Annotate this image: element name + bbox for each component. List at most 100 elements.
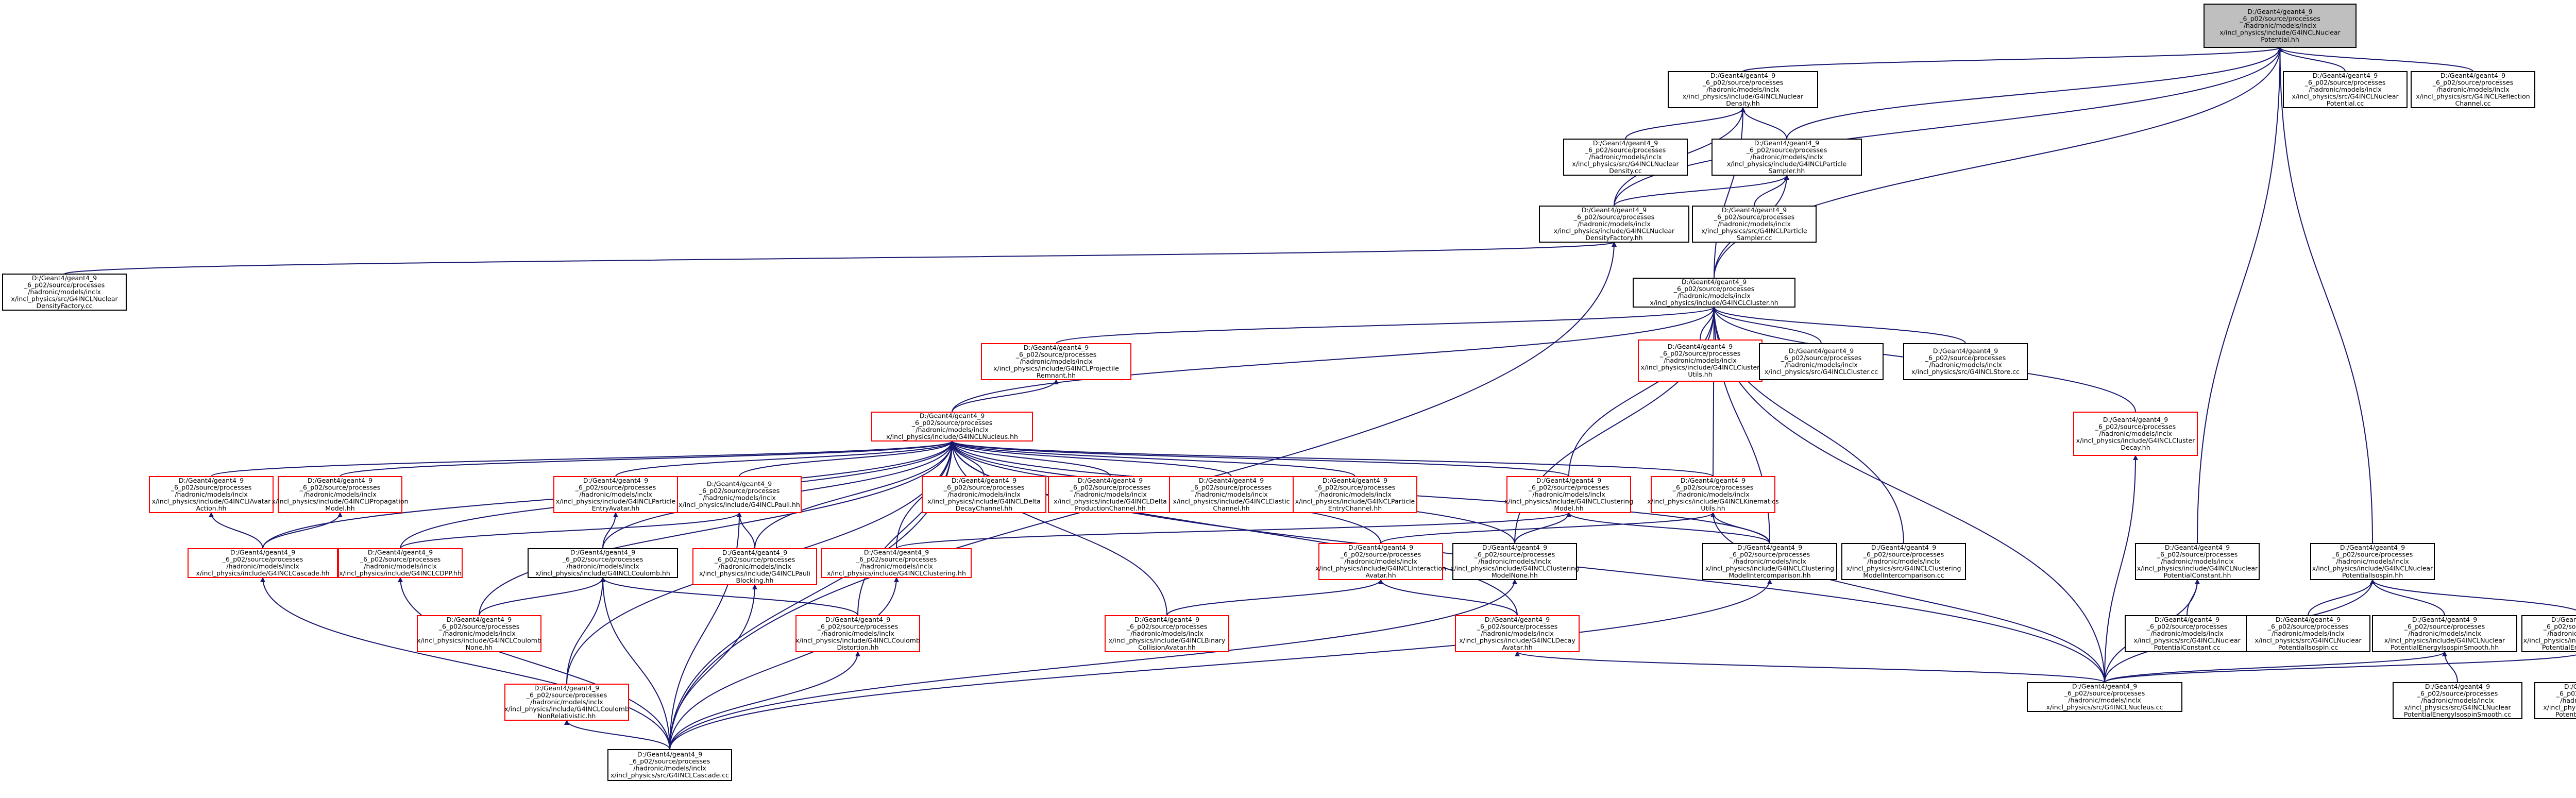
node-g4inclclusteringmodel-hh[interactable]: D:/Geant4/geant4_9_6_p02/source/processe… (1504, 476, 1633, 513)
node-box[interactable] (1711, 139, 1862, 176)
node-box[interactable] (795, 615, 920, 652)
node-g4inclelasticchannel-hh[interactable]: D:/Geant4/geant4_9_6_p02/source/processe… (1169, 476, 1294, 513)
node-box[interactable] (2393, 682, 2522, 719)
node-box[interactable] (1452, 543, 1577, 580)
node-g4inclprojectileremnant-hh[interactable]: D:/Geant4/geant4_9_6_p02/source/processe… (981, 343, 1131, 380)
node-g4inclinteractionavatar-hh[interactable]: D:/Geant4/geant4_9_6_p02/source/processe… (1315, 543, 1446, 580)
node-g4inclnuclearpotential-hh[interactable]: D:/Geant4/geant4_9_6_p02/source/processe… (2204, 4, 2357, 48)
node-box[interactable] (2521, 615, 2576, 652)
node-box[interactable] (1668, 71, 1818, 108)
node-g4inclpauliblocking-hh[interactable]: D:/Geant4/geant4_9_6_p02/source/processe… (692, 548, 817, 585)
node-g4inclnuclearpotentialenergyisospinsmooth-hh[interactable]: D:/Geant4/geant4_9_6_p02/source/processe… (2372, 615, 2517, 652)
node-g4inclnuclearpotentialisospin-hh[interactable]: D:/Geant4/geant4_9_6_p02/source/processe… (2310, 543, 2435, 580)
node-box[interactable] (1169, 476, 1294, 513)
node-box[interactable] (553, 476, 678, 513)
node-box[interactable] (2125, 615, 2249, 652)
node-g4inclclusteringmodelintercomparison-hh[interactable]: D:/Geant4/geant4_9_6_p02/source/processe… (1702, 543, 1837, 580)
node-box[interactable] (1651, 476, 1775, 513)
node-box[interactable] (607, 749, 732, 781)
node-box[interactable] (1293, 476, 1417, 513)
node-box[interactable] (1563, 139, 1688, 176)
node-box[interactable] (278, 476, 402, 513)
node-g4inclparticlesampler-hh[interactable]: D:/Geant4/geant4_9_6_p02/source/processe… (1711, 139, 1862, 176)
node-g4inclnuclearpotential-cc[interactable]: D:/Geant4/geant4_9_6_p02/source/processe… (2283, 71, 2408, 108)
node-box[interactable] (1318, 543, 1443, 580)
node-box[interactable] (2073, 412, 2198, 456)
node-g4inclreflectionchannel-cc[interactable]: D:/Geant4/geant4_9_6_p02/source/processe… (2411, 71, 2535, 108)
node-g4inclpauli-hh[interactable]: D:/Geant4/geant4_9_6_p02/source/processe… (677, 476, 802, 513)
node-g4inclnucleardensity-cc[interactable]: D:/Geant4/geant4_9_6_p02/source/processe… (1563, 139, 1688, 176)
node-box[interactable] (2135, 543, 2260, 580)
node-box[interactable] (922, 476, 1046, 513)
node-box[interactable] (2310, 543, 2435, 580)
node-g4inclkinematicsutils-hh[interactable]: D:/Geant4/geant4_9_6_p02/source/processe… (1647, 476, 1779, 513)
node-box[interactable] (1455, 615, 1580, 652)
node-box[interactable] (821, 548, 972, 578)
node-g4inclclusterdecay-hh[interactable]: D:/Geant4/geant4_9_6_p02/source/processe… (2073, 412, 2198, 456)
node-g4inclnuclearpotentialisospin-cc[interactable]: D:/Geant4/geant4_9_6_p02/source/processe… (2246, 615, 2370, 652)
node-box[interactable] (338, 548, 463, 578)
node-g4inclbinarycollisionavatar-hh[interactable]: D:/Geant4/geant4_9_6_p02/source/processe… (1105, 615, 1229, 652)
node-box[interactable] (417, 615, 541, 652)
node-g4inclnucleardensityfactory-hh[interactable]: D:/Geant4/geant4_9_6_p02/source/processe… (1539, 206, 1689, 243)
node-g4inclclustering-hh[interactable]: D:/Geant4/geant4_9_6_p02/source/processe… (821, 548, 972, 578)
node-box[interactable] (1759, 343, 1884, 380)
node-box[interactable] (871, 412, 1033, 442)
node-g4inclparticlesampler-cc[interactable]: D:/Geant4/geant4_9_6_p02/source/processe… (1692, 206, 1817, 243)
node-g4incldeltadecaychannel-hh[interactable]: D:/Geant4/geant4_9_6_p02/source/processe… (922, 476, 1046, 513)
node-box[interactable] (2, 274, 127, 311)
node-g4inclcoulombnonrelativistic-hh[interactable]: D:/Geant4/geant4_9_6_p02/source/processe… (504, 684, 629, 721)
node-box[interactable] (1702, 543, 1837, 580)
node-g4incldecayavatar-hh[interactable]: D:/Geant4/geant4_9_6_p02/source/processe… (1455, 615, 1580, 652)
node-g4inclcoulomb-hh[interactable]: D:/Geant4/geant4_9_6_p02/source/processe… (528, 548, 678, 578)
node-box[interactable] (981, 343, 1131, 380)
node-g4inclnuclearpotentialenergyisospinsmooth-cc[interactable]: D:/Geant4/geant4_9_6_p02/source/processe… (2393, 682, 2522, 719)
node-box[interactable] (1539, 206, 1689, 243)
node-box[interactable] (2246, 615, 2370, 652)
node-box[interactable] (528, 548, 678, 578)
node-box[interactable] (1633, 278, 1795, 308)
node-g4inclnucleus-cc[interactable]: D:/Geant4/geant4_9_6_p02/source/processe… (2027, 682, 2182, 712)
node-g4inclipropagationmodel-hh[interactable]: D:/Geant4/geant4_9_6_p02/source/processe… (272, 476, 409, 513)
node-box[interactable] (677, 476, 802, 513)
edge-arrow (398, 577, 670, 750)
node-g4inclcluster-hh[interactable]: D:/Geant4/geant4_9_6_p02/source/processe… (1633, 278, 1795, 308)
node-g4inclcoulombnone-hh[interactable]: D:/Geant4/geant4_9_6_p02/source/processe… (417, 615, 541, 652)
node-g4inclstore-cc[interactable]: D:/Geant4/geant4_9_6_p02/source/processe… (1903, 343, 2028, 380)
node-g4inclparticleentrychannel-hh[interactable]: D:/Geant4/geant4_9_6_p02/source/processe… (1293, 476, 1417, 513)
node-g4inclnucleardensity-hh[interactable]: D:/Geant4/geant4_9_6_p02/source/processe… (1668, 71, 1818, 108)
node-g4inclcoulombdistortion-hh[interactable]: D:/Geant4/geant4_9_6_p02/source/processe… (795, 615, 920, 652)
node-g4inclnucleardensityfactory-cc[interactable]: D:/Geant4/geant4_9_6_p02/source/processe… (2, 274, 127, 311)
node-g4inclcluster-cc[interactable]: D:/Geant4/geant4_9_6_p02/source/processe… (1759, 343, 1884, 380)
node-g4inclnuclearpotentialconstant-cc[interactable]: D:/Geant4/geant4_9_6_p02/source/processe… (2125, 615, 2249, 652)
node-box[interactable] (504, 684, 629, 721)
node-box[interactable] (1506, 476, 1631, 513)
node-g4inclclusteringmodelnone-hh[interactable]: D:/Geant4/geant4_9_6_p02/source/processe… (1450, 543, 1579, 580)
node-g4inclclusteringmodelintercomparison-cc[interactable]: D:/Geant4/geant4_9_6_p02/source/processe… (1841, 543, 1966, 580)
node-box[interactable] (188, 548, 338, 578)
node-g4incliavataraction-hh[interactable]: D:/Geant4/geant4_9_6_p02/source/processe… (149, 476, 274, 513)
node-g4inclnuclearpotentialenergyisospin-cc[interactable]: D:/Geant4/geant4_9_6_p02/source/processe… (2534, 682, 2576, 719)
node-box[interactable] (2372, 615, 2517, 652)
node-g4inclcdpp-hh[interactable]: D:/Geant4/geant4_9_6_p02/source/processe… (338, 548, 463, 578)
node-box[interactable] (1903, 343, 2028, 380)
node-box[interactable] (2283, 71, 2408, 108)
node-box[interactable] (1692, 206, 1817, 243)
node-box[interactable] (1841, 543, 1966, 580)
node-box[interactable] (2534, 682, 2576, 719)
node-box[interactable] (2204, 4, 2357, 48)
node-box[interactable] (2027, 682, 2182, 712)
node-box[interactable] (692, 548, 817, 585)
node-g4inclcascade-cc[interactable]: D:/Geant4/geant4_9_6_p02/source/processe… (607, 749, 732, 781)
node-g4inclclusterutils-hh[interactable]: D:/Geant4/geant4_9_6_p02/source/processe… (1638, 339, 1762, 382)
node-g4inclnucleus-hh[interactable]: D:/Geant4/geant4_9_6_p02/source/processe… (871, 412, 1033, 442)
node-box[interactable] (1105, 615, 1229, 652)
node-box[interactable] (2411, 71, 2535, 108)
node-g4inclcascade-hh[interactable]: D:/Geant4/geant4_9_6_p02/source/processe… (188, 548, 338, 578)
edge-arrow (564, 720, 670, 750)
node-g4inclparticleentryavatar-hh[interactable]: D:/Geant4/geant4_9_6_p02/source/processe… (553, 476, 678, 513)
node-g4incldeltaproductionchannel-hh[interactable]: D:/Geant4/geant4_9_6_p02/source/processe… (1048, 476, 1173, 513)
node-g4inclnuclearpotentialenergyisospin-hh[interactable]: D:/Geant4/geant4_9_6_p02/source/processe… (2521, 615, 2576, 652)
node-g4inclnuclearpotentialconstant-hh[interactable]: D:/Geant4/geant4_9_6_p02/source/processe… (2135, 543, 2260, 580)
node-box[interactable] (149, 476, 274, 513)
